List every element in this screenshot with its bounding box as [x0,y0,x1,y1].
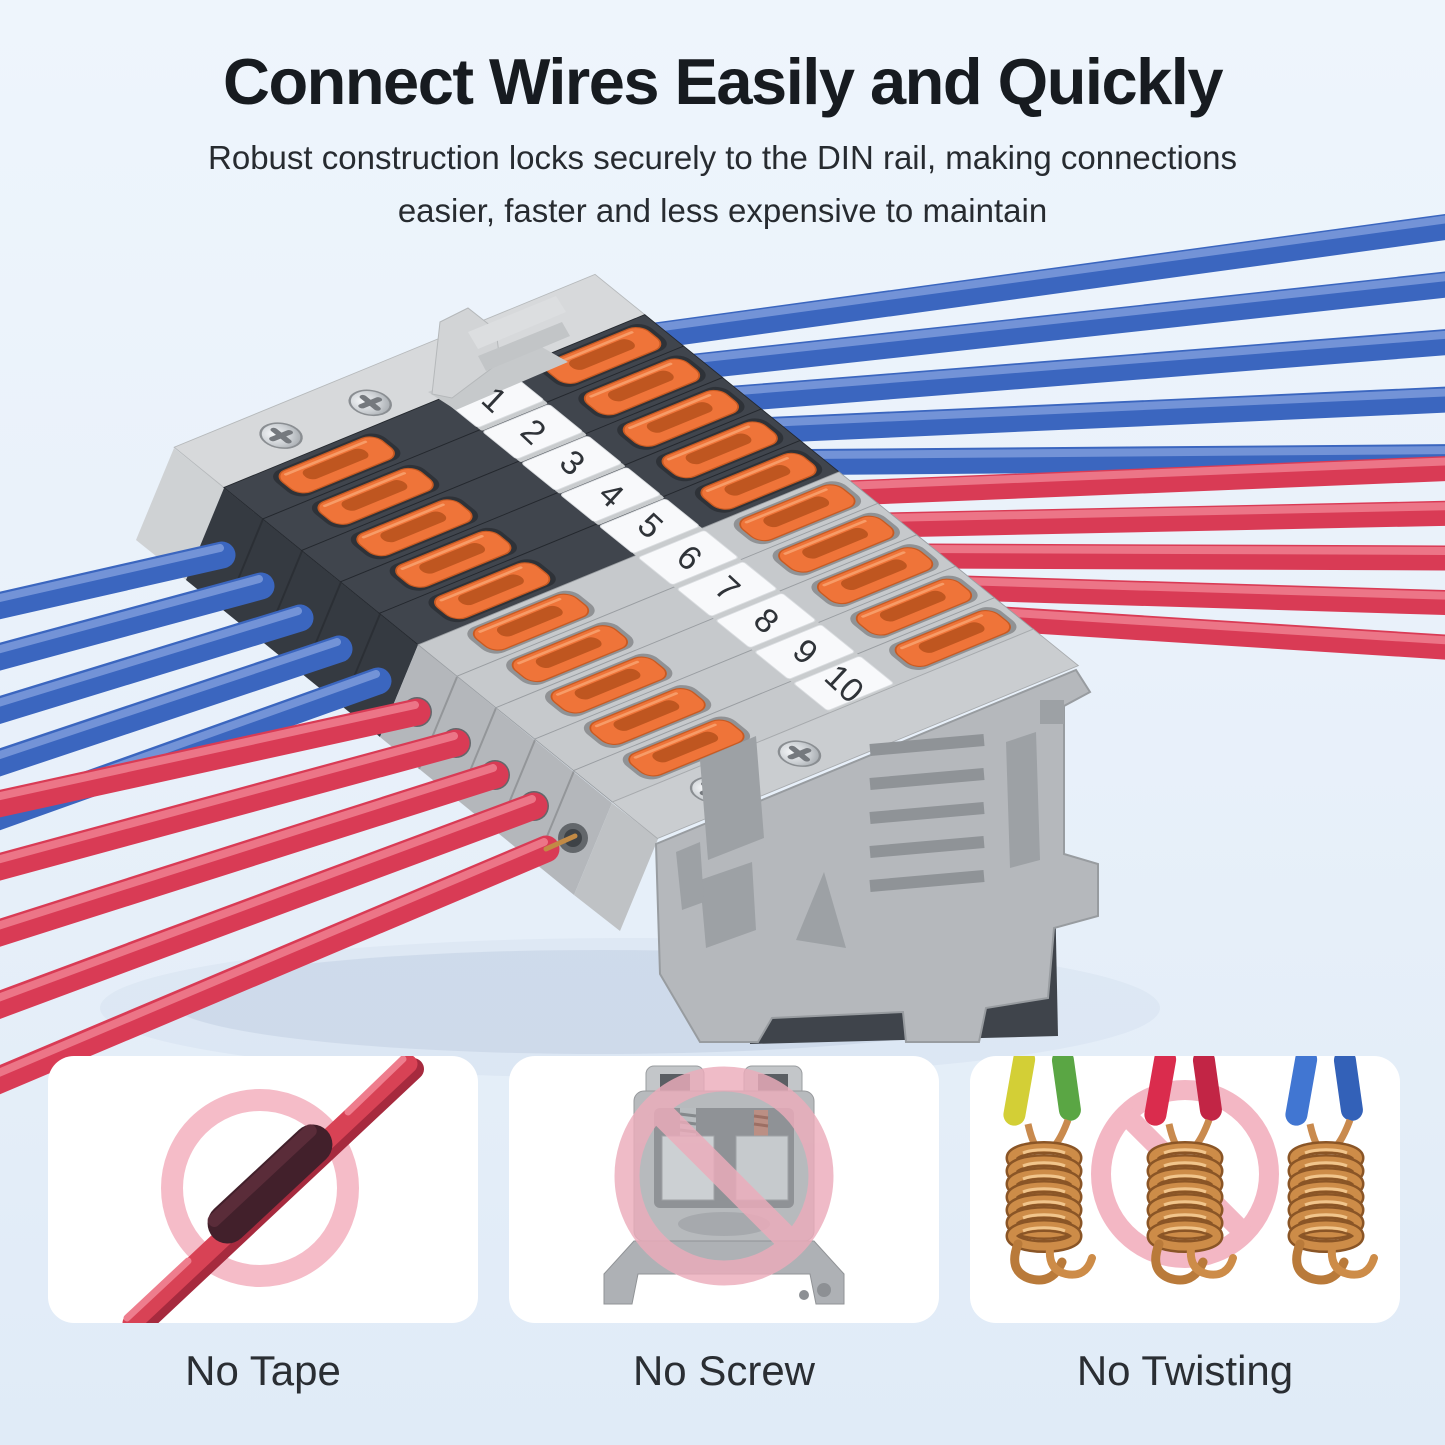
page-title: Connect Wires Easily and Quickly [223,45,1223,118]
no-twisting-card [970,1056,1400,1323]
page-subtitle: Robust construction locks securely to th… [0,131,1445,238]
feature-no-screw: No Screw [509,1056,939,1395]
blue-wires-right [639,213,1445,475]
prohibition-sign-icon [614,1066,834,1286]
prohibition-circle-icon [161,1089,359,1287]
feature-label-no-screw: No Screw [632,1347,816,1394]
no-tape-illustration [122,1056,424,1323]
feature-no-twisting: No Twisting [970,1056,1400,1395]
no-twisting-illustration [1003,1056,1378,1285]
subtitle-line-2: easier, faster and less expensive to mai… [397,192,1048,230]
subtitle-line-1: Robust construction locks securely to th… [208,139,1237,176]
twisted-wire-bundle-yellow [1003,1056,1096,1285]
twisted-wire-bundle-blue [1285,1056,1378,1285]
no-tape-card [48,1056,478,1323]
red-wires-right [834,456,1445,660]
terminal-strip [173,273,1080,840]
feature-label-no-twisting: No Twisting [1076,1347,1294,1394]
stripped-copper-tip [543,833,578,852]
feature-no-tape: No Tape [48,1056,478,1395]
no-screw-illustration [603,1065,845,1305]
tape-wrap [207,1124,333,1244]
red-wires-left [0,698,578,1095]
feature-label-no-tape: No Tape [185,1347,341,1394]
rail-end-stop [428,296,570,410]
header: Connect Wires Easily and Quickly Robust … [0,44,1445,238]
twisted-wire-bundle-red [1144,1056,1237,1285]
din-rail-and-bracket [654,668,1099,1044]
no-screw-card [509,1056,939,1323]
